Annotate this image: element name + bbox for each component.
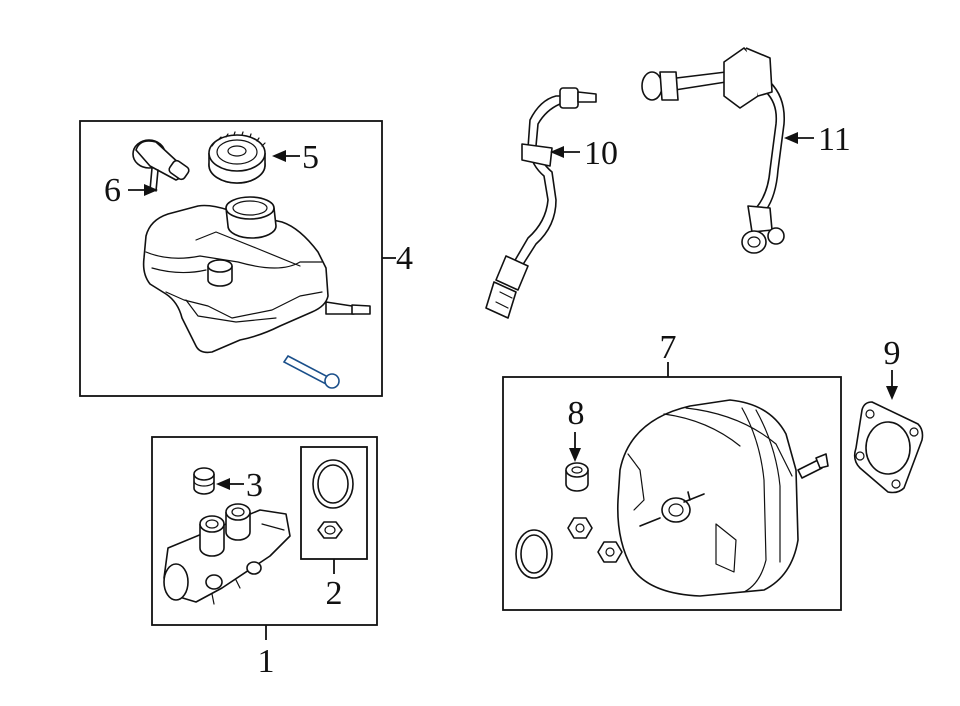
callout-3: 3 <box>246 467 263 504</box>
part-7-brake-booster[interactable] <box>616 399 829 597</box>
arrow-9 <box>886 370 898 400</box>
reservoir-mount-bolt[interactable] <box>282 354 340 389</box>
part-6-level-sensor[interactable] <box>132 139 190 192</box>
part-10-brake-line[interactable] <box>485 87 597 319</box>
arrow-6 <box>128 184 158 196</box>
booster-nut-2[interactable] <box>597 541 623 563</box>
part-11-brake-line[interactable] <box>641 47 786 254</box>
callout-6: 6 <box>104 172 121 209</box>
part-4-reservoir[interactable] <box>142 196 371 354</box>
booster-nut-1[interactable] <box>567 517 593 539</box>
callout-5: 5 <box>302 139 319 176</box>
group-box-master-cylinder <box>151 436 378 626</box>
callout-4: 4 <box>396 240 413 277</box>
part-1-master-cylinder[interactable] <box>163 503 291 605</box>
booster-o-ring[interactable] <box>515 529 553 579</box>
part-5-reservoir-cap[interactable] <box>208 131 266 184</box>
arrow-3 <box>216 478 244 490</box>
callout-8: 8 <box>568 395 585 432</box>
callout-9: 9 <box>884 335 901 372</box>
part-8-check-valve-grommet[interactable] <box>565 462 589 492</box>
callout-7: 7 <box>660 329 677 366</box>
part-9-gasket[interactable] <box>853 401 924 494</box>
arrow-5 <box>272 150 300 162</box>
part-2-seal-kit[interactable] <box>312 459 354 539</box>
callout-2: 2 <box>326 575 343 612</box>
callout-1: 1 <box>258 643 275 680</box>
arrow-10 <box>550 146 580 158</box>
part-3-grommet[interactable] <box>193 467 215 495</box>
group-box-booster <box>502 376 842 611</box>
arrow-11 <box>784 132 814 144</box>
callout-11: 11 <box>818 121 851 158</box>
arrow-8 <box>569 432 581 462</box>
callout-10: 10 <box>584 135 618 172</box>
